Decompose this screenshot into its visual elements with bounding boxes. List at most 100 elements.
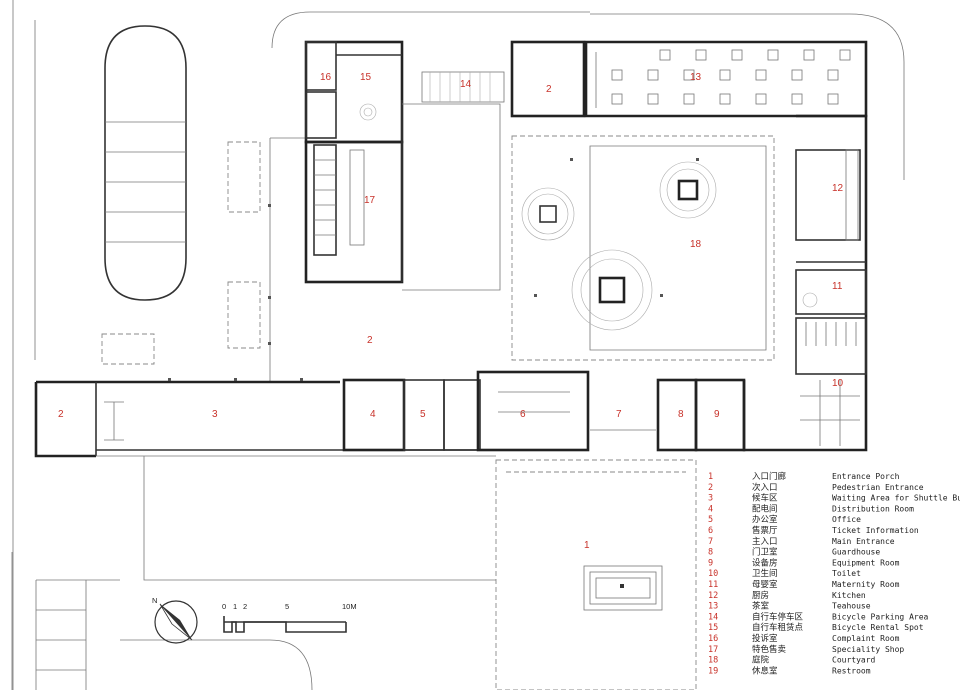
legend-name-en: Entrance Porch — [832, 472, 900, 481]
legend-row: 8 门卫室 Guardhouse — [708, 547, 880, 558]
legend-row: 5 办公室 Office — [708, 514, 861, 525]
legend-name-cn: 自行车停车区 — [752, 611, 804, 622]
tree-canopy — [571, 249, 653, 331]
scale-bar: 0 1 2 5 10M — [222, 602, 357, 633]
legend-row: 18 庭院 Courtyard — [708, 655, 876, 666]
legend-name-en: Bicycle Rental Spot — [832, 623, 924, 632]
legend-number: 8 — [708, 548, 713, 558]
legend-row: 19 休息室 Restroom — [708, 665, 871, 676]
legend-name-en: Speciality Shop — [832, 645, 904, 654]
legend-name-en: Ticket Information — [832, 526, 919, 535]
canopy-outline — [269, 137, 306, 382]
legend-number: 19 — [708, 666, 718, 676]
legend-name-cn: 投诉室 — [752, 633, 778, 644]
legend-name-en: Waiting Area for Shuttle Bus — [832, 494, 960, 503]
bus-bay — [227, 281, 261, 349]
tree-canopy — [521, 187, 575, 241]
legend-row: 11 母婴室 Maternity Room — [708, 579, 900, 590]
room-label-2: 2 — [546, 84, 552, 95]
legend-name-en: Courtyard — [832, 656, 876, 665]
legend-name-en: Office — [832, 515, 861, 524]
legend-name-en: Bicycle Parking Area — [832, 612, 929, 621]
bus-island — [104, 25, 187, 301]
legend-name-cn: 售票厅 — [752, 525, 778, 536]
scale-tick-label: 10M — [342, 602, 357, 611]
room-label-2: 2 — [58, 409, 64, 420]
south-spine — [34, 370, 746, 458]
legend-name-en: Maternity Room — [832, 580, 900, 589]
legend-name-cn: 卫生间 — [752, 568, 778, 579]
room-label-3: 3 — [212, 409, 218, 420]
room-label-16: 16 — [320, 72, 332, 83]
legend-number: 9 — [708, 558, 713, 568]
legend-name-cn: 候车区 — [752, 493, 778, 504]
legend-name-en: Distribution Room — [832, 504, 914, 513]
legend-row: 6 售票厅 Ticket Information — [708, 525, 919, 536]
room-label-12: 12 — [832, 183, 844, 194]
room-label-2: 2 — [367, 335, 373, 346]
scale-tick-label: 0 — [222, 602, 226, 611]
legend-name-en: Guardhouse — [832, 548, 880, 557]
legend-name-cn: 次入口 — [752, 482, 778, 493]
parking-curve — [120, 639, 313, 690]
legend-name-en: Pedestrian Entrance — [832, 483, 924, 492]
legend-number: 14 — [708, 612, 718, 622]
teahouse — [584, 40, 868, 118]
site-boundary — [271, 11, 590, 49]
legend-number: 6 — [708, 526, 713, 536]
room-label-4: 4 — [370, 409, 376, 420]
room-label-9: 9 — [714, 409, 720, 420]
legend-name-en: Restroom — [832, 666, 871, 675]
legend-number: 17 — [708, 645, 718, 655]
legend-number: 18 — [708, 656, 718, 666]
tree-canopy — [659, 161, 717, 219]
legend-number: 13 — [708, 602, 718, 612]
entrance-porch — [495, 459, 697, 690]
room-label-5: 5 — [420, 409, 426, 420]
bicycle-parking-area — [421, 71, 505, 103]
legend-name-cn: 办公室 — [752, 514, 778, 525]
legend-row: 4 配电间 Distribution Room — [708, 503, 914, 514]
legend-name-cn: 庭院 — [752, 655, 770, 666]
room-label-13: 13 — [690, 72, 702, 83]
legend-name-cn: 厨房 — [752, 590, 769, 601]
legend-name-en: Kitchen — [832, 591, 866, 600]
legend-name-cn: 配电间 — [752, 503, 778, 514]
east-wing — [742, 114, 868, 452]
legend-name-cn: 休息室 — [752, 665, 778, 676]
bus-bay — [101, 333, 155, 365]
legend-number: 3 — [708, 494, 713, 504]
legend-name-en: Complaint Room — [832, 634, 900, 643]
room-label-1: 1 — [584, 540, 590, 551]
room-label-11: 11 — [832, 281, 843, 292]
legend-row: 13 茶室 Teahouse — [708, 601, 871, 612]
legend-row: 3 候车区 Waiting Area for Shuttle Bus — [708, 493, 960, 504]
legend-name-cn: 自行车租赁点 — [752, 622, 804, 633]
north-block — [304, 40, 404, 284]
legend-name-cn: 母婴室 — [752, 579, 778, 590]
scale-tick-label: 5 — [285, 602, 289, 611]
legend-number: 4 — [708, 504, 713, 514]
legend-number: 10 — [708, 569, 718, 579]
legend-number: 1 — [708, 472, 713, 482]
legend-name-cn: 特色售卖 — [752, 644, 787, 655]
legend-name-cn: 茶室 — [752, 601, 770, 612]
legend-name-cn: 门卫室 — [752, 547, 778, 558]
legend-number: 11 — [708, 580, 718, 590]
legend-name-en: Main Entrance — [832, 537, 895, 546]
legend-number: 7 — [708, 537, 713, 547]
room-label-18: 18 — [690, 239, 702, 250]
plaza-outline — [402, 103, 501, 291]
courtyard — [511, 135, 775, 361]
legend-number: 5 — [708, 515, 713, 525]
legend-name-en: Teahouse — [832, 602, 871, 611]
room-label-8: 8 — [678, 409, 684, 420]
